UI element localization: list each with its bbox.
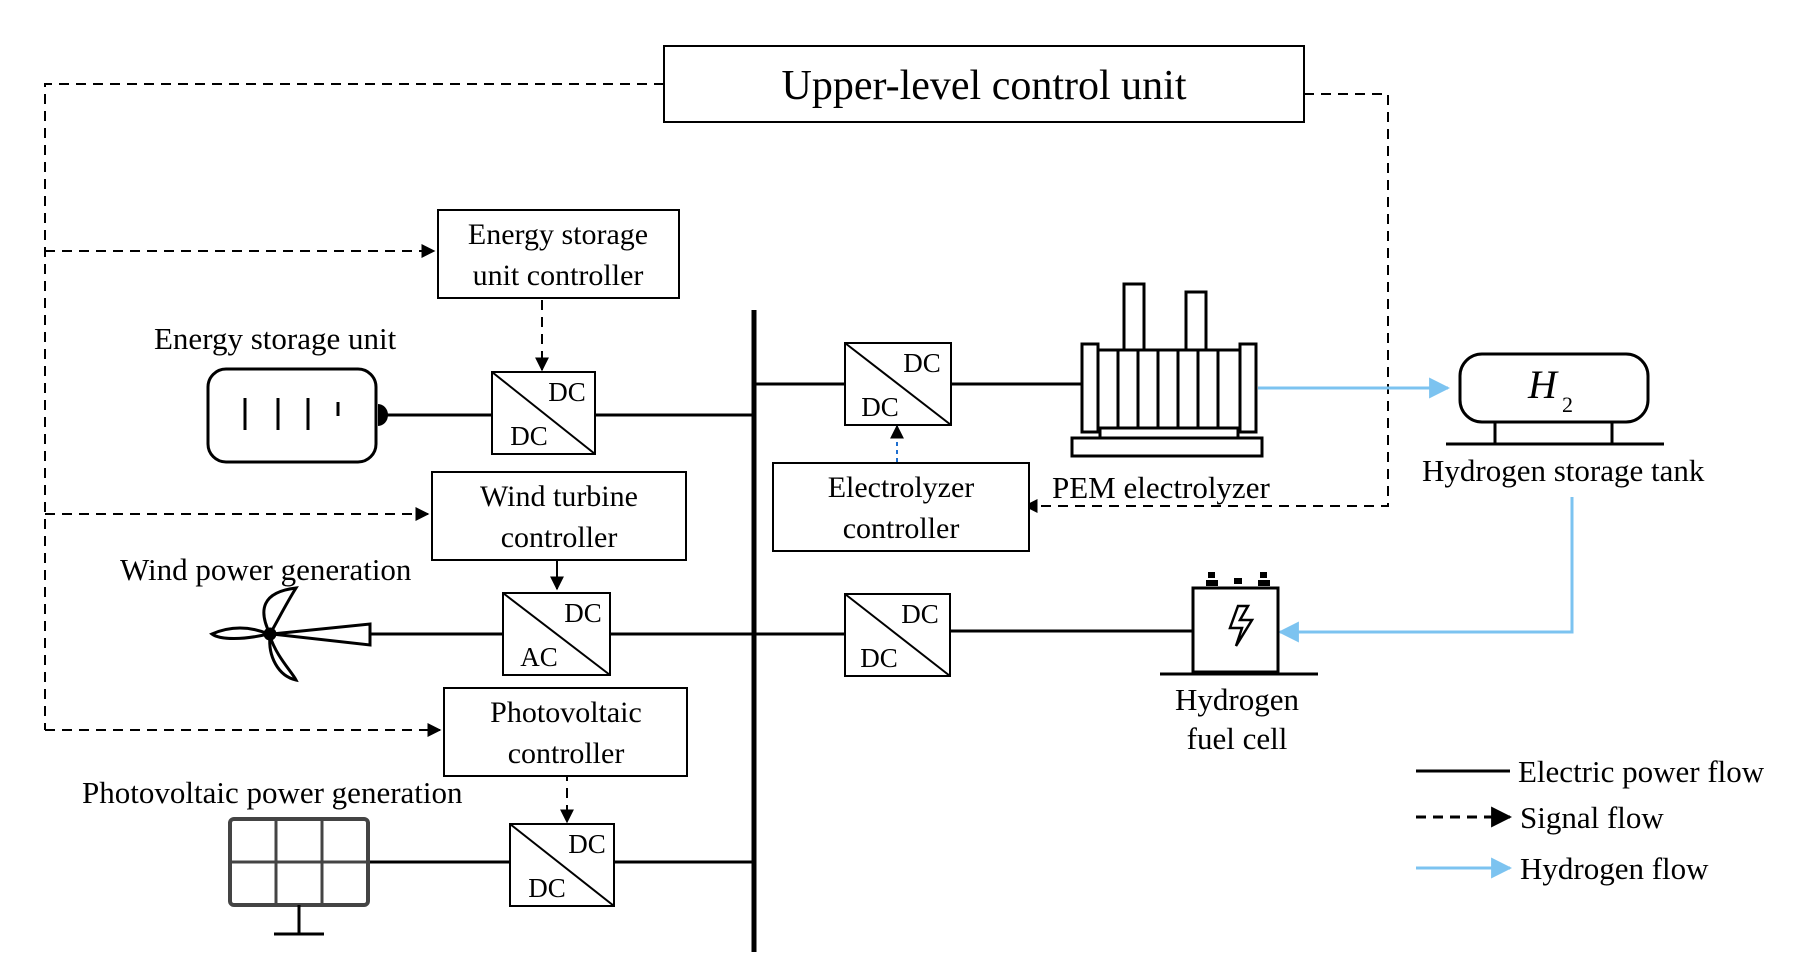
fuel-cell-label-line2: fuel cell: [1187, 721, 1288, 756]
upper-level-control-unit: Upper-level control unit: [663, 45, 1305, 123]
hydrogen-storage-tank-label: Hydrogen storage tank: [1422, 453, 1705, 488]
converter-es-top-label: DC: [548, 377, 586, 407]
solar-panel-icon: [228, 817, 370, 936]
converter-fc-top-label: DC: [901, 599, 939, 629]
converter-es-bottom-label: DC: [510, 421, 548, 451]
tank-symbol: H: [1527, 362, 1559, 407]
legend-signal: Signal flow: [1520, 800, 1664, 835]
converter-fuel-cell: DC DC: [844, 593, 951, 677]
converter-fc-bottom-label: DC: [860, 643, 898, 673]
converter-el-bottom-label: DC: [861, 392, 899, 422]
converter-pv-top-label: DC: [568, 829, 606, 859]
hydrogen-tank-icon: H 2: [1446, 352, 1664, 446]
converter-pv-bottom-label: DC: [528, 873, 566, 903]
converter-pv: DC DC: [509, 823, 615, 907]
wind-turbine-icon: [209, 586, 372, 683]
electrolyzer-controller: Electrolyzer controller: [772, 462, 1030, 552]
converter-wind-top-label: DC: [564, 598, 602, 628]
electrolyzer-controller-line2: controller: [843, 512, 960, 545]
pv-controller-line1: Photovoltaic: [490, 696, 642, 729]
converter-wind-bottom-label: AC: [520, 642, 558, 672]
electrolyzer-controller-line1: Electrolyzer: [828, 471, 975, 504]
lightning-icon: [1228, 604, 1255, 647]
wind-power-generation-label: Wind power generation: [120, 552, 412, 587]
battery-icon: [206, 367, 388, 464]
hydrogen-lines: [1258, 377, 1574, 643]
signal-lines: [44, 83, 1389, 824]
photovoltaic-controller: Photovoltaic controller: [443, 687, 688, 777]
converter-electrolyzer: DC DC: [844, 342, 952, 426]
energy-storage-unit-label: Energy storage unit: [154, 321, 397, 356]
legend: Electric power flow Signal flow Hydrogen…: [1416, 754, 1765, 886]
pv-power-generation-label: Photovoltaic power generation: [82, 775, 463, 810]
wind-controller-line1: Wind turbine: [480, 480, 638, 513]
tank-subscript: 2: [1562, 392, 1573, 417]
fuel-cell-icon: [1160, 572, 1318, 676]
upper-level-control-title: Upper-level control unit: [781, 63, 1186, 109]
wind-controller-line2: controller: [501, 521, 618, 554]
electrolyzer-icon: [1070, 282, 1264, 458]
legend-electric: Electric power flow: [1518, 754, 1765, 789]
legend-hydrogen: Hydrogen flow: [1520, 851, 1709, 886]
pv-controller-line2: controller: [508, 737, 625, 770]
converter-energy-storage: DC DC: [491, 371, 596, 455]
wind-turbine-controller: Wind turbine controller: [431, 471, 687, 561]
electric-lines: [368, 382, 1193, 864]
energy-storage-controller: Energy storage unit controller: [437, 209, 680, 299]
pem-electrolyzer-label: PEM electrolyzer: [1052, 470, 1270, 505]
energy-storage-controller-line2: unit controller: [473, 259, 644, 292]
fuel-cell-label-line1: Hydrogen: [1175, 682, 1299, 717]
energy-storage-controller-line1: Energy storage: [468, 218, 648, 251]
converter-wind: DC AC: [502, 592, 611, 676]
converter-el-top-label: DC: [903, 348, 941, 378]
